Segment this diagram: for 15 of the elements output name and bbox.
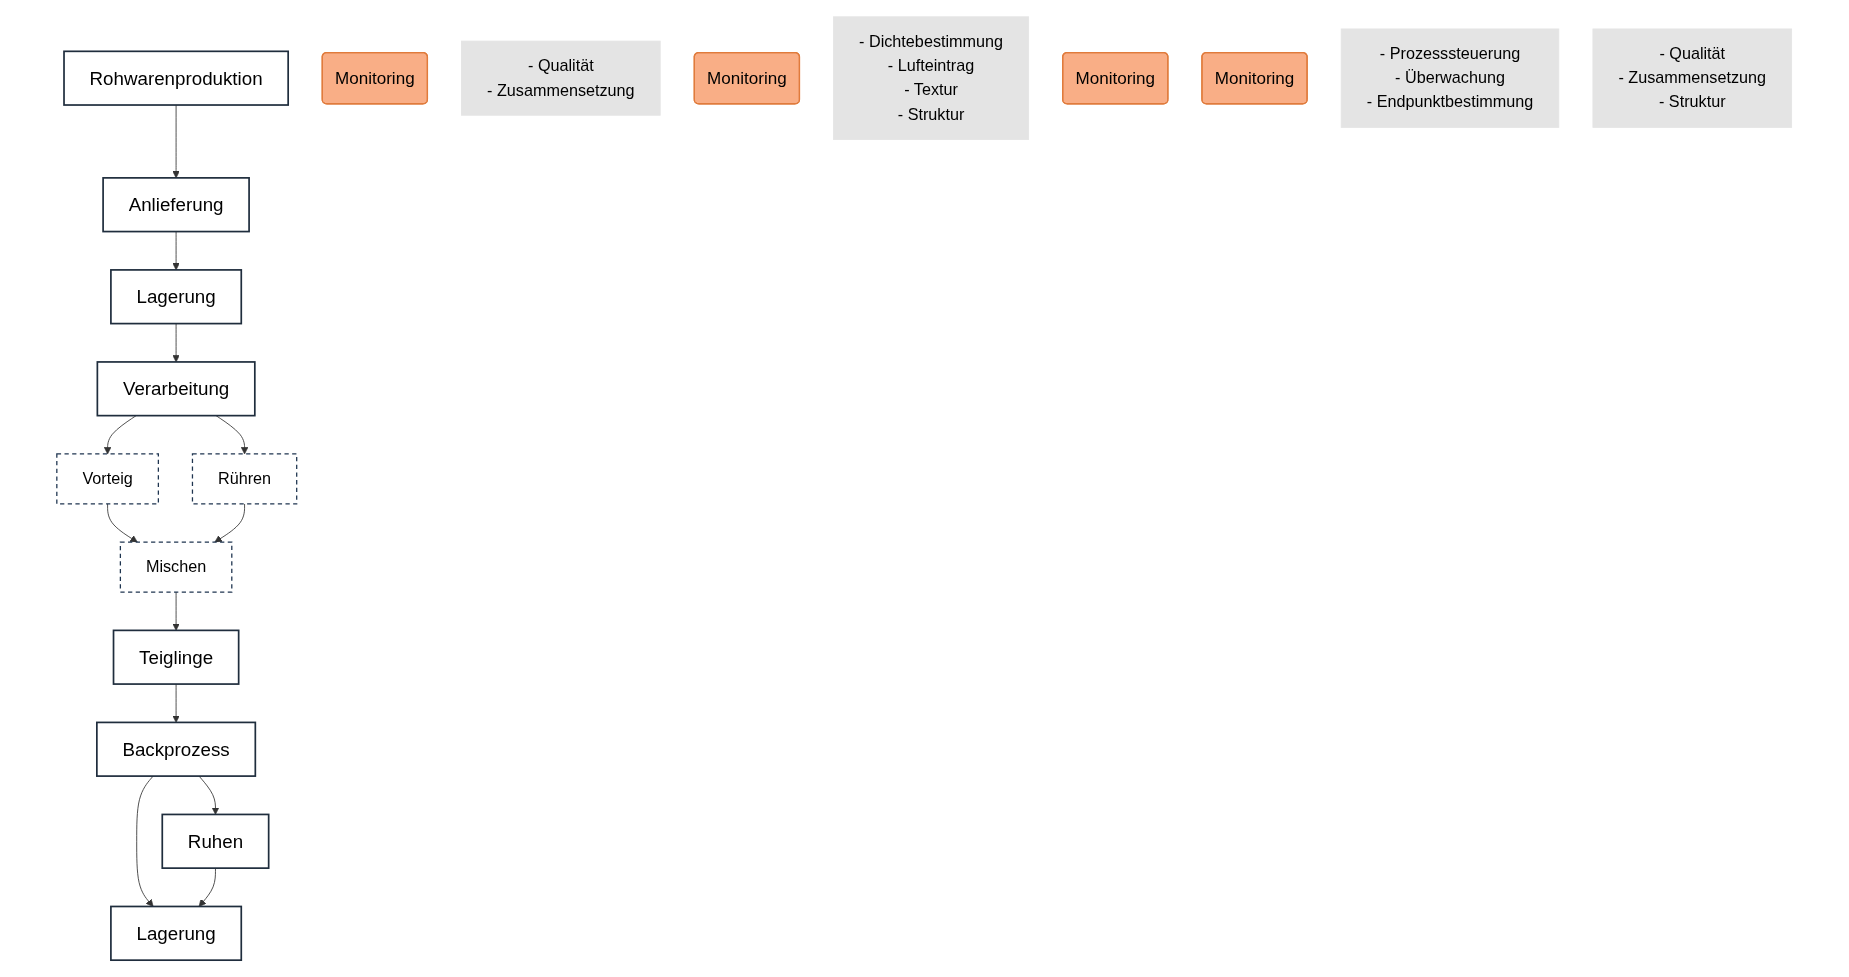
node-box: Ruhen	[161, 813, 270, 869]
node-box: - Qualität - Zusammensetzung	[461, 40, 661, 116]
node-box: Lagerung	[110, 269, 243, 325]
node-box: - Prozesssteuerung - Überwachung - Endpunktbestimmung	[1341, 28, 1560, 128]
node-box: - Dichtebestimmung - Lufteintrag - Textur - Struktur	[833, 16, 1030, 140]
node-box: Lagerung	[110, 905, 243, 961]
node-box: Backprozess	[96, 721, 257, 777]
node-box: Rohwarenproduktion	[63, 50, 290, 106]
node-box: - Qualität - Zusammensetzung - Struktur	[1592, 28, 1793, 128]
node-box: Verarbeitung	[96, 361, 256, 417]
node-box: Teiglinge	[112, 629, 240, 685]
node-box: Rühren	[192, 453, 298, 505]
node-box: Anlieferung	[102, 177, 251, 233]
node-box: Mischen	[120, 541, 233, 593]
node-box: Vorteig	[56, 453, 160, 505]
